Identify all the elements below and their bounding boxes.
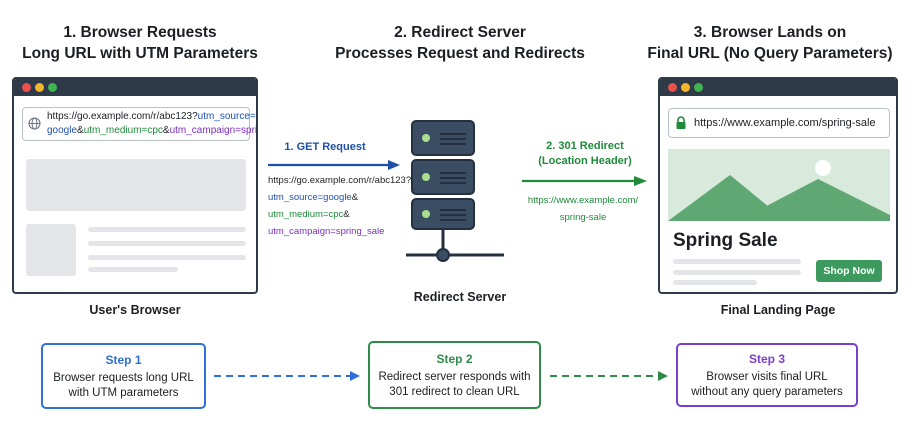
address-bar[interactable]: https://go.example.com/r/abc123?utm_sour…	[22, 107, 256, 141]
maximize-dot-icon	[48, 83, 57, 92]
redirect-location-url: https://www.example.com/ spring-sale	[524, 192, 642, 226]
step-3-title: Step 3	[748, 352, 785, 366]
request-amp-1: &	[351, 192, 359, 203]
content-placeholder-thumbnail	[26, 224, 76, 276]
spring-sale-heading: Spring Sale	[673, 230, 778, 251]
column-1-title: 1. Browser Requests Long URL with UTM Pa…	[20, 22, 260, 64]
url-utm-source-key: utm_source=	[197, 111, 256, 122]
step-3-box: Step 3 Browser visits final URL without …	[676, 343, 858, 407]
maximize-dot-icon	[694, 83, 703, 92]
redirect-arrow	[522, 176, 647, 186]
step-1-title: Step 1	[105, 353, 142, 367]
request-arrow	[268, 160, 400, 170]
request-url-line-2: utm_source=google&	[268, 189, 411, 206]
column-1-title-line-1: 1. Browser Requests	[63, 24, 217, 41]
redirect-label-line-1: 2. 301 Redirect	[546, 140, 624, 152]
request-url-line-1: https://go.example.com/r/abc123?	[268, 175, 412, 186]
step-1-to-2-arrow	[214, 371, 360, 381]
final-landing-browser-window: https://www.example.com/spring-sale Spri…	[658, 77, 898, 294]
url-utm-source-value: google	[47, 125, 78, 136]
browser-titlebar	[660, 79, 896, 96]
landscape-image-icon	[668, 149, 890, 221]
content-placeholder-line	[88, 255, 246, 260]
column-3-title: 3. Browser Lands on Final URL (No Query …	[640, 22, 900, 64]
content-placeholder-line	[88, 267, 178, 272]
url-utm-medium: utm_medium=cpc	[83, 125, 163, 136]
close-dot-icon	[668, 83, 677, 92]
shop-now-button[interactable]: Shop Now	[816, 260, 882, 282]
url-amp-1: &	[77, 125, 84, 136]
request-amp-2: &	[343, 209, 350, 220]
redirect-url-line-1: https://www.example.com/	[527, 195, 639, 206]
address-bar-url-line-2: google&utm_medium=cpc&utm_campaign=sprin…	[47, 124, 258, 138]
content-placeholder-line	[88, 241, 246, 246]
url-utm-campaign: utm_campaign=spring_sale	[169, 125, 258, 136]
request-url-line-3: utm_medium=cpc&	[268, 206, 411, 223]
get-request-label: 1. GET Request	[284, 141, 366, 153]
step-2-box: Step 2 Redirect server responds with 301…	[368, 341, 541, 409]
lock-icon	[676, 116, 686, 129]
address-bar-url-line-1: https://go.example.com/r/abc123?utm_sour…	[47, 110, 256, 124]
request-url-lines: https://go.example.com/r/abc123? utm_sou…	[268, 172, 411, 240]
content-placeholder-line	[673, 259, 801, 264]
url-base: https://go.example.com/r/abc123?	[47, 111, 198, 122]
url-amp-2: &	[162, 125, 170, 136]
content-placeholder-line	[88, 227, 246, 232]
column-2-title: 2. Redirect Server Processes Request and…	[330, 22, 590, 64]
address-bar[interactable]: https://www.example.com/spring-sale	[668, 108, 890, 138]
step-3-line-2: without any query parameters	[691, 386, 843, 398]
column-3-title-line-1: 3. Browser Lands on	[693, 24, 847, 41]
column-3-title-line-2: Final URL (No Query Parameters)	[647, 45, 893, 62]
globe-icon	[28, 117, 41, 130]
request-utm-source: utm_source=google	[268, 192, 352, 203]
request-utm-campaign: utm_campaign=spring_sale	[268, 226, 385, 237]
minimize-dot-icon	[35, 83, 44, 92]
redirect-label: 2. 301 Redirect (Location Header)	[525, 139, 645, 169]
step-2-line-1: Redirect server responds with	[378, 371, 531, 383]
step-2-line-2: 301 redirect to clean URL	[389, 386, 520, 398]
server-icon	[406, 120, 504, 262]
content-placeholder-line	[673, 280, 757, 285]
close-dot-icon	[22, 83, 31, 92]
column-2-title-line-1: 2. Redirect Server	[394, 24, 526, 41]
step-3-line-1: Browser visits final URL	[706, 371, 828, 383]
users-browser-window: https://go.example.com/r/abc123?utm_sour…	[12, 77, 258, 294]
minimize-dot-icon	[681, 83, 690, 92]
final-url: https://www.example.com/spring-sale	[694, 117, 876, 129]
redirect-label-line-2: (Location Header)	[538, 155, 632, 167]
request-utm-medium: utm_medium=cpc	[268, 209, 344, 220]
browser-titlebar	[14, 79, 256, 96]
step-2-title: Step 2	[436, 352, 473, 366]
content-placeholder-line	[673, 270, 801, 275]
users-browser-caption: User's Browser	[89, 303, 181, 317]
column-1-title-line-2: Long URL with UTM Parameters	[22, 45, 258, 62]
step-2-to-3-arrow	[550, 371, 668, 381]
step-1-line-2: with UTM parameters	[68, 387, 179, 399]
column-2-title-line-2: Processes Request and Redirects	[335, 45, 585, 62]
step-1-box: Step 1 Browser requests long URL with UT…	[41, 343, 206, 409]
content-placeholder-banner	[26, 159, 246, 211]
redirect-url-line-2: spring-sale	[559, 212, 607, 223]
step-1-line-1: Browser requests long URL	[53, 372, 194, 384]
final-landing-caption: Final Landing Page	[720, 303, 836, 317]
redirect-server-caption: Redirect Server	[413, 290, 507, 304]
